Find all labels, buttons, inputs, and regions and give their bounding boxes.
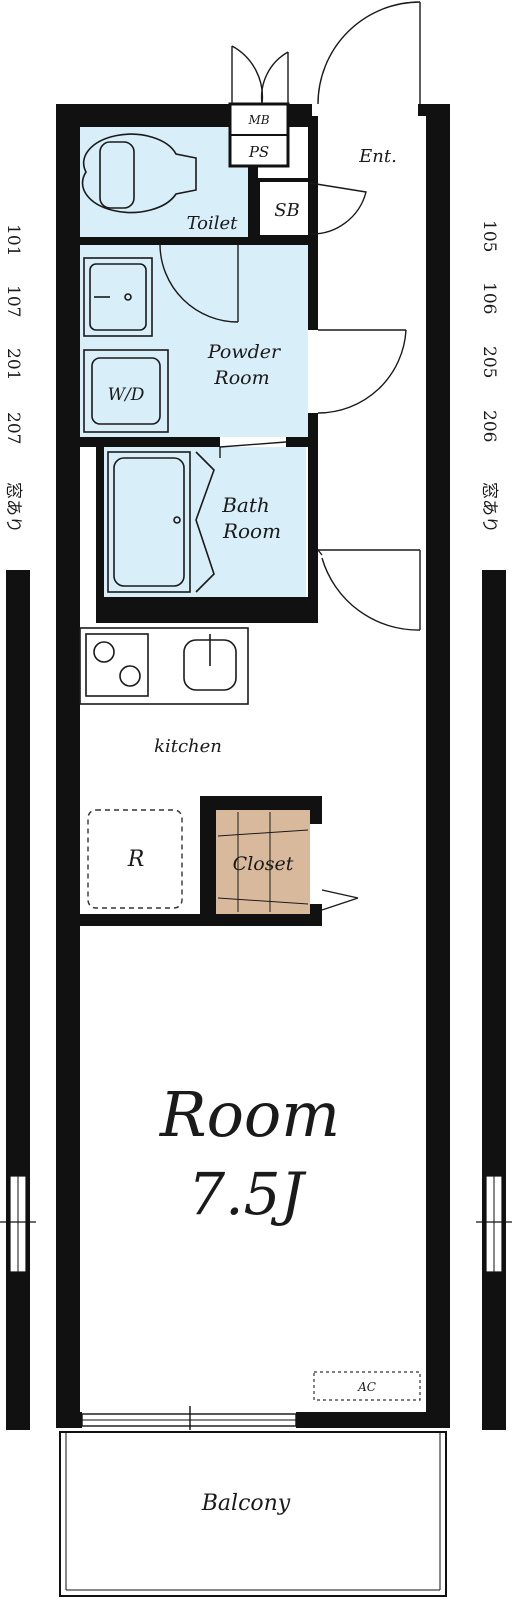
washbasin	[83, 257, 153, 337]
left-adjacent-wall	[0, 570, 36, 1430]
ac-label: AC	[357, 1380, 376, 1394]
main-room-size: 7.5J	[188, 1160, 306, 1228]
refrigerator-label: R	[127, 847, 145, 872]
svg-text:窓あり: 窓あり	[3, 482, 23, 533]
meter-box-doors	[231, 45, 289, 105]
sb-label: SB	[274, 200, 300, 221]
svg-text:205: 205	[479, 346, 499, 378]
bathtub	[107, 451, 215, 593]
svg-text:207: 207	[3, 412, 23, 444]
balcony-label: Balcony	[201, 1491, 291, 1516]
exterior-walls	[56, 104, 450, 1428]
bath-room-door[interactable]	[219, 441, 287, 458]
toilet-fixture	[81, 133, 197, 214]
svg-text:206: 206	[479, 410, 499, 442]
svg-text:201: 201	[3, 348, 23, 380]
interior-walls	[80, 104, 322, 926]
powder-room-door[interactable]	[317, 329, 407, 414]
toilet-label: Toilet	[187, 213, 239, 234]
kitchen-label: kitchen	[154, 736, 222, 757]
powder-room-floor	[80, 245, 308, 437]
balcony	[59, 1431, 447, 1597]
bath-room-label-1: Bath	[221, 493, 270, 517]
svg-text:101: 101	[3, 224, 23, 256]
right-adjacent-wall	[476, 570, 512, 1430]
powder-room-label-2: Room	[213, 367, 269, 389]
entrance-door[interactable]	[317, 1, 421, 105]
closet-floor	[216, 810, 310, 914]
washer-space	[83, 349, 169, 433]
left-side-note: 101 107 201 207 窓あり	[3, 224, 23, 533]
shoe-box	[256, 178, 312, 239]
svg-text:105: 105	[479, 220, 499, 252]
svg-text:窓あり: 窓あり	[479, 482, 499, 533]
mb-label: MB	[247, 113, 269, 127]
main-room-label: Room	[159, 1078, 340, 1151]
washer-label: W/D	[108, 385, 145, 405]
shoe-box-door	[309, 182, 367, 235]
ps-label: PS	[248, 143, 269, 161]
closet-label: Closet	[233, 853, 294, 875]
svg-text:106: 106	[479, 282, 499, 314]
toilet-floor	[80, 127, 248, 237]
air-conditioner	[313, 1371, 421, 1401]
closet-door[interactable]	[321, 889, 359, 911]
bath-room-label-2: Room	[222, 519, 281, 543]
balcony-window	[81, 1406, 297, 1430]
kitchen-door[interactable]	[317, 549, 421, 631]
toilet-door[interactable]	[159, 244, 239, 323]
refrigerator	[87, 809, 183, 909]
bath-room-floor	[104, 447, 306, 597]
right-side-note: 105 106 205 206 窓あり	[479, 220, 499, 533]
entrance-label: Ent.	[358, 146, 397, 167]
powder-room-label-1: Powder	[207, 341, 282, 363]
closet-shelving	[217, 812, 309, 912]
svg-text:107: 107	[3, 285, 23, 317]
kitchen-counter	[79, 627, 249, 705]
